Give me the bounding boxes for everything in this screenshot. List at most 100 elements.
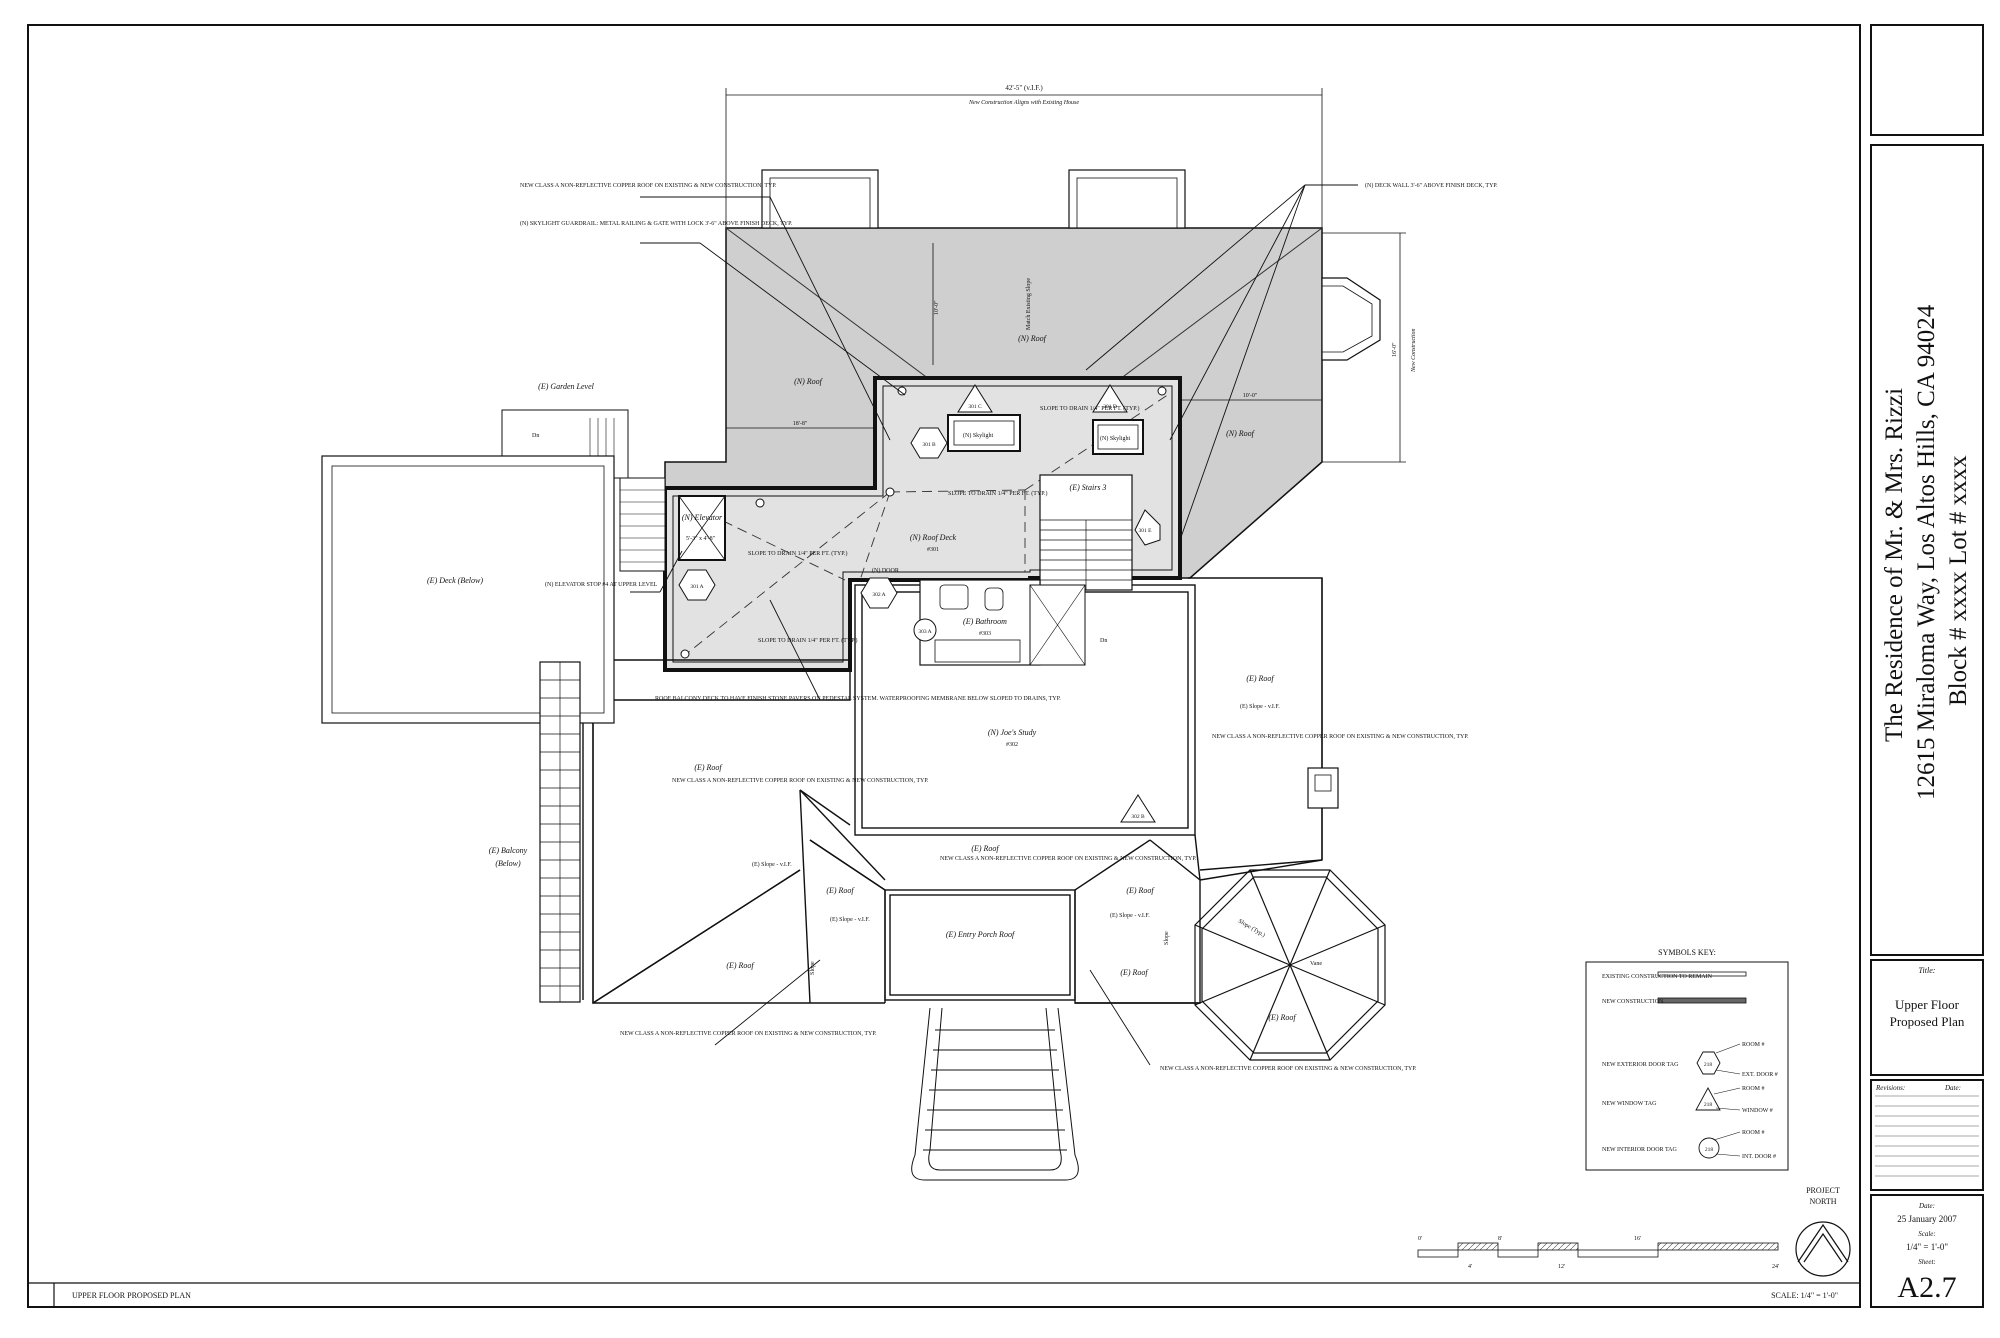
room-entry-porch-roof: (E) Entry Porch Roof (946, 930, 1016, 939)
project-title-line-3: Block # xxxx Lot # xxxx (1945, 455, 1972, 706)
scale-tick-16: 16' (1634, 1236, 1641, 1242)
label-new-construction: New Construction (1411, 328, 1417, 373)
revisions-label: Revisions: (1875, 1084, 1905, 1092)
label-skylight-left: (N) Skylight (963, 432, 994, 439)
dim-roof-height: 10'-0" (934, 300, 940, 315)
note-copper-right: NEW CLASS A NON-REFLECTIVE COPPER ROOF O… (1212, 734, 1469, 740)
label-n-roof-left: (N) Roof (794, 377, 824, 386)
roof-deck (663, 376, 1182, 672)
tag-labels: 301 C 301 D 301 E 301 B 301 A 302 A 303 … (690, 404, 1152, 820)
room-deck-below: (E) Deck (Below) (427, 576, 483, 585)
room-study: (N) Joe's Study (988, 728, 1037, 737)
footer-drawing-title: UPPER FLOOR PROPOSED PLAN (72, 1291, 191, 1300)
revisions-date-label: Date: (1944, 1084, 1961, 1092)
footer-scale: SCALE: 1/4" = 1'-0" (1771, 1291, 1838, 1300)
key-row-1: EXISTING CONSTRUCTION TO REMAIN (1602, 974, 1713, 980)
key-row-3: NEW EXTERIOR DOOR TAG (1602, 1062, 1679, 1068)
title-value-2: Proposed Plan (1890, 1014, 1965, 1029)
date-value: 25 January 2007 (1897, 1214, 1957, 1224)
note-elevator-stop: (N) ELEVATOR STOP #4 AT UPPER LEVEL (545, 581, 658, 588)
note-slope-drain-3: SLOPE TO DRAIN 1/4" PER FT. (TYP.) (748, 550, 847, 557)
note-slope-drain-2: SLOPE TO DRAIN 1/4" PER FT. (TYP.) (948, 490, 1047, 497)
note-deck-wall: (N) DECK WALL 3'-6" ABOVE FINISH DECK, T… (1365, 182, 1498, 189)
dim-alignment-note: New Construction Aligns with Existing Ho… (968, 100, 1079, 106)
tag-302a: 302 A (872, 592, 885, 598)
symbols-key-box (1585, 961, 1789, 1171)
north-label-1: PROJECT (1806, 1186, 1840, 1195)
key-row-5: NEW INTERIOR DOOR TAG (1602, 1147, 1677, 1153)
label-vane: Vane (1310, 961, 1322, 967)
dim-right-height: 16'-0" (1392, 342, 1398, 357)
project-title-line-2: 12615 Miraloma Way, Los Altos Hills, CA … (1913, 304, 1940, 800)
chimney (1307, 767, 1339, 809)
key-tag-1: 218 (1704, 1062, 1713, 1068)
title-block-top-box (1870, 24, 1984, 136)
scale-bar-labels: 0' 8' 16' 4' 12' 24' (1418, 1236, 1779, 1270)
scale-label: Scale: (1918, 1230, 1936, 1238)
label-e-roof-lower-left: (E) Roof (826, 886, 855, 895)
note-copper-center: NEW CLASS A NON-REFLECTIVE COPPER ROOF O… (940, 856, 1197, 862)
key-note-3a: ROOM # (1742, 1130, 1765, 1136)
sheet-border (27, 24, 1861, 1308)
scale-value: 1/4" = 1'-0" (1906, 1242, 1948, 1252)
key-note-1b: EXT. DOOR # (1742, 1072, 1778, 1078)
room-labels: (E) Garden Level (E) Deck (Below) (E) Ba… (427, 334, 1297, 1022)
room-elevator: (N) Elevator (682, 513, 723, 522)
note-slope-drain-4: SLOPE TO DRAIN 1/4" PER FT. (TYP.) (758, 637, 857, 644)
label-e-roof-right: (E) Roof (1246, 674, 1275, 683)
label-e-roof-center: (E) Roof (971, 844, 1000, 853)
label-n-roof-right: (N) Roof (1226, 429, 1256, 438)
label-n-roof-center: (N) Roof (1018, 334, 1048, 343)
note-copper-bottom-left: NEW CLASS A NON-REFLECTIVE COPPER ROOF O… (620, 1031, 877, 1037)
room-garden-level: (E) Garden Level (538, 382, 594, 391)
room-roof-deck-no: #301 (927, 547, 939, 553)
tag-301c: 301 C (968, 404, 982, 410)
label-slope-typ: Slope (Typ.) (1237, 918, 1266, 939)
leader-lines (630, 184, 1358, 1066)
key-note-3b: INT. DOOR # (1742, 1154, 1776, 1160)
symbols-key-samples (1657, 971, 1747, 1159)
room-balcony-2: (Below) (495, 859, 521, 868)
balcony-rails (540, 662, 580, 1002)
label-e-roof-bottom-left: (E) Roof (726, 961, 755, 970)
note-skylight-guardrail: (N) SKYLIGHT GUARDRAIL: METAL RAILING & … (520, 220, 793, 227)
key-note-2a: ROOM # (1742, 1086, 1765, 1092)
dim-overall-width: 42'-5" (v.I.F.) (1005, 84, 1043, 92)
tag-303a: 303 A (918, 629, 931, 635)
label-door: (N) DOOR (872, 567, 899, 574)
scale-tick-8: 8' (1498, 1236, 1502, 1242)
label-e-roof-left: (E) Roof (694, 763, 723, 772)
symbols-key-title: SYMBOLS KEY: (1658, 948, 1716, 957)
turret-roof (1194, 869, 1386, 1061)
label-slope-left-2: (E) Slope - v.I.F. (830, 916, 870, 923)
entry-stair (911, 1007, 1079, 1181)
north-arrow (1795, 1221, 1851, 1277)
scale-tick-24: 24' (1772, 1264, 1779, 1270)
label-elevator-size: 5'-3" x 4'-8" (686, 536, 716, 542)
plan-labels: 42'-5" (v.I.F.) New Construction Aligns … (520, 84, 1498, 1072)
date-label: Date: (1918, 1202, 1935, 1210)
label-skylight-right: (N) Skylight (1100, 435, 1131, 442)
top-window-left (761, 169, 879, 229)
north-label-2: NORTH (1809, 1197, 1836, 1206)
key-tag-2: 218 (1704, 1102, 1713, 1108)
project-title-line-1: The Residence of Mr. & Mrs. Rizzi (1881, 387, 1908, 742)
key-row-2: NEW CONSTRUCTION (1602, 999, 1664, 1005)
label-dn-garden: Dn (532, 433, 539, 439)
sheet-info-box (1870, 1194, 1984, 1308)
room-tags (678, 384, 1161, 823)
label-e-roof-bottom-right: (E) Roof (1120, 968, 1149, 977)
tag-301b: 301 B (922, 442, 936, 448)
room-stairs: (E) Stairs 3 (1070, 483, 1107, 492)
label-slope-v: Slope (810, 961, 816, 975)
note-copper-roof-top: NEW CLASS A NON-REFLECTIVE COPPER ROOF O… (520, 183, 777, 189)
tag-301d: 301 D (1103, 404, 1117, 410)
revision-lines (1875, 1095, 1979, 1177)
label-e-roof-lower-right: (E) Roof (1126, 886, 1155, 895)
tag-301a: 301 A (690, 584, 703, 590)
room-bathroom: (E) Bathroom (963, 617, 1007, 626)
room-bathroom-no: #303 (979, 631, 991, 637)
scale-tick-12: 12' (1558, 1264, 1565, 1270)
note-copper-left: NEW CLASS A NON-REFLECTIVE COPPER ROOF O… (672, 778, 929, 784)
